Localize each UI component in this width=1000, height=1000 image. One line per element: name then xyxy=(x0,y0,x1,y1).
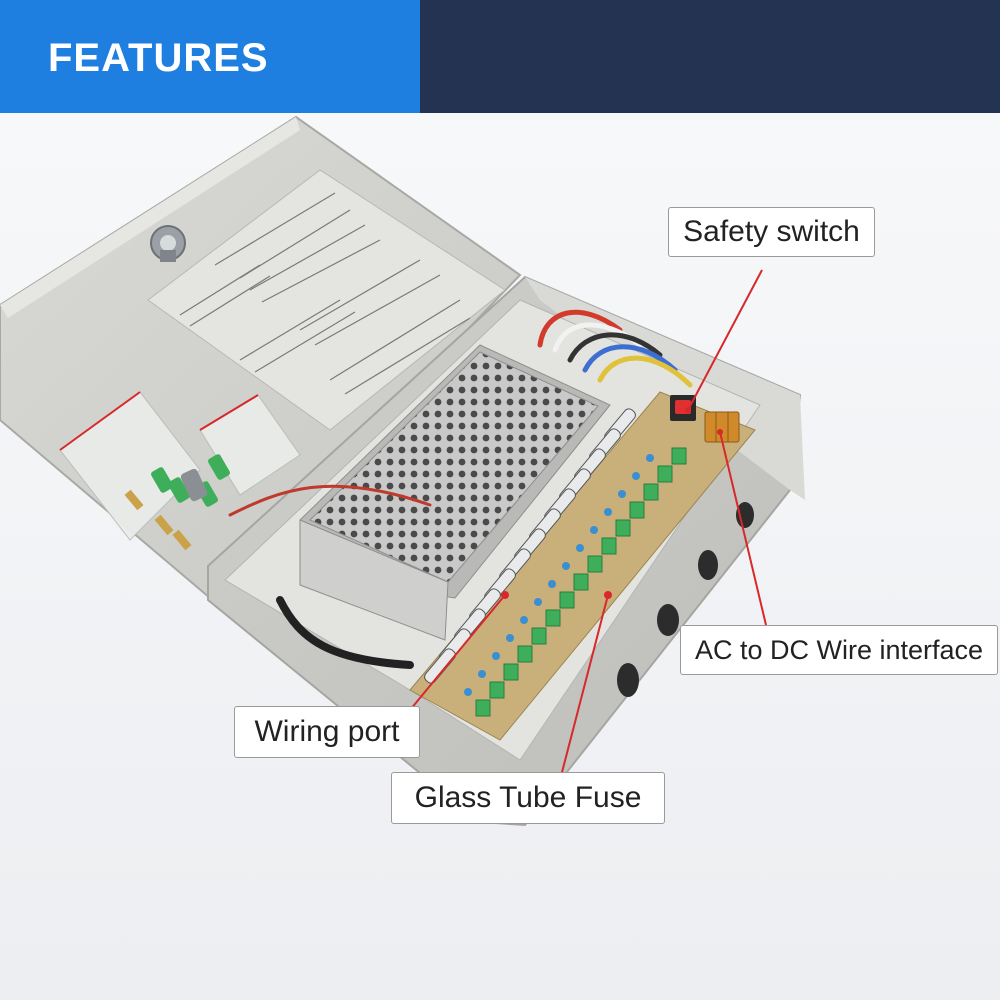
power-supply-unit xyxy=(299,344,611,641)
banner-title: FEATURES xyxy=(48,36,269,80)
callout-ac-dc-interface: AC to DC Wire interface xyxy=(680,625,998,675)
glass-tube-fuses xyxy=(424,408,636,684)
instruction-label xyxy=(147,169,506,431)
banner-left-panel xyxy=(0,0,420,113)
banner-right-panel xyxy=(420,0,1000,113)
callout-leader-lines xyxy=(409,269,767,781)
accessory-bags xyxy=(59,391,301,551)
callout-wiring-port: Wiring port xyxy=(234,706,420,758)
callout-glass-tube-fuse: Glass Tube Fuse xyxy=(391,772,665,824)
features-banner: FEATURES xyxy=(0,0,1000,113)
safety-switch xyxy=(670,395,696,421)
callout-anchor-dots xyxy=(501,407,723,599)
power-wires xyxy=(228,309,693,669)
terminal-blocks xyxy=(475,447,687,717)
fuse-distribution-board xyxy=(409,391,756,741)
callout-safety-switch: Safety switch xyxy=(668,207,875,257)
led-indicators xyxy=(464,454,654,696)
lock-icon xyxy=(150,225,186,262)
power-supply-box-photo xyxy=(0,113,1000,1000)
ac-terminal-block xyxy=(704,411,740,443)
enclosure-lid xyxy=(0,115,522,600)
